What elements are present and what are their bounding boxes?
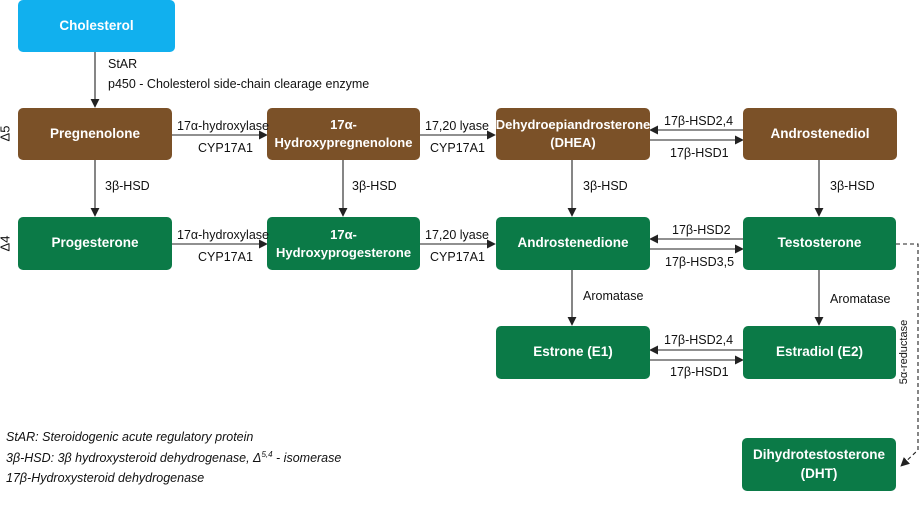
node-17-hydroxypregnenolone: 17α-Hydroxypregnenolone [267,108,420,160]
label-star: StAR [108,57,138,71]
node-17-hydroxyprogesterone: 17α-Hydroxyprogesterone [267,217,420,270]
node-estradiol-label: Estradiol (E2) [775,344,864,360]
label-hsd-testo-down: 17β-HSD3,5 [665,255,735,269]
label-hsd-testo-up: 17β-HSD2 [672,223,731,237]
legend-star: StAR: Steroidogenic acute regulatory pro… [6,430,254,444]
node-androstenediol-label: Androstenediol [770,125,870,141]
node-pregnenolone: Pregnenolone [18,108,172,160]
label-hsd-dhea-down: 17β-HSD1 [670,146,729,160]
node-androstenedione: Androstenedione [496,217,650,270]
label-hydroxylase-bottom: 17α-hydroxylase [177,228,269,242]
label-3bhsd-4: 3β-HSD [830,179,875,193]
arrow-testosterone-dht [896,243,919,467]
node-dht-label-2: (DHT) [800,465,838,481]
node-dht: Dihydrotestosterone (DHT) [742,438,896,491]
node-progesterone-label: Progesterone [51,235,139,251]
label-aromatase-1: Aromatase [583,289,644,303]
node-dhea-label-1: Dehydroepiandrosterone [495,117,651,133]
label-aromatase-2: Aromatase [830,292,891,306]
legend-3bhsd-text: 3β-HSD: 3β hydroxysteroid dehydrogenase,… [6,451,262,466]
node-17-hydroxypregnenolone-label: 17α-Hydroxypregnenolone [274,117,413,150]
label-hsd-dhea-up: 17β-HSD2,4 [664,114,734,128]
node-androstenediol: Androstenediol [743,108,897,160]
label-5a-reductase: 5α-reductase [898,319,911,385]
label-3bhsd-2: 3β-HSD [352,179,397,193]
legend-17bhsd: 17β-Hydroxysteroid dehydrogenase [6,471,205,485]
label-hydroxylase-top: 17α-hydroxylase [177,119,269,133]
node-cholesterol: Cholesterol [18,0,175,52]
row-label-delta4: Δ4 [0,235,13,252]
legend-3bhsd-suffix: - isomerase [272,451,342,466]
node-dht-label-1: Dihydrotestosterone [752,447,886,463]
label-lyase-bottom: 17,20 lyase [425,228,489,242]
legend-3bhsd-sup: 5,4 [261,450,273,459]
node-estrone: Estrone (E1) [496,326,650,379]
row-label-delta5: Δ5 [0,125,13,142]
label-cyp-bottom-2: CYP17A1 [430,250,485,264]
node-pregnenolone-label: Pregnenolone [49,125,140,141]
node-progesterone: Progesterone [18,217,172,270]
label-3bhsd-1: 3β-HSD [105,179,150,193]
node-testosterone: Testosterone [743,217,896,270]
node-testosterone-label: Testosterone [777,235,862,251]
node-androstenedione-label: Androstenedione [517,235,629,251]
label-cyp-top-1: CYP17A1 [198,141,253,155]
label-cyp-bottom-1: CYP17A1 [198,250,253,264]
label-hsd-estr-up: 17β-HSD2,4 [664,333,734,347]
node-estradiol: Estradiol (E2) [743,326,896,379]
label-cyp-top-2: CYP17A1 [430,141,485,155]
label-hsd-estr-down: 17β-HSD1 [670,365,729,379]
label-3bhsd-3: 3β-HSD [583,179,628,193]
node-estrone-label: Estrone (E1) [533,344,613,360]
label-lyase-top: 17,20 lyase [425,119,489,133]
node-17-hydroxyprogesterone-label: 17α-Hydroxyprogesterone [275,226,412,260]
label-p450scc: p450 - Cholesterol side-chain clearage e… [108,77,370,91]
node-cholesterol-label: Cholesterol [59,17,134,33]
legend-3bhsd: 3β-HSD: 3β hydroxysteroid dehydrogenase,… [6,450,341,465]
node-dhea: Dehydroepiandrosterone (DHEA) [496,108,650,160]
node-dhea-label-2: (DHEA) [550,135,596,150]
